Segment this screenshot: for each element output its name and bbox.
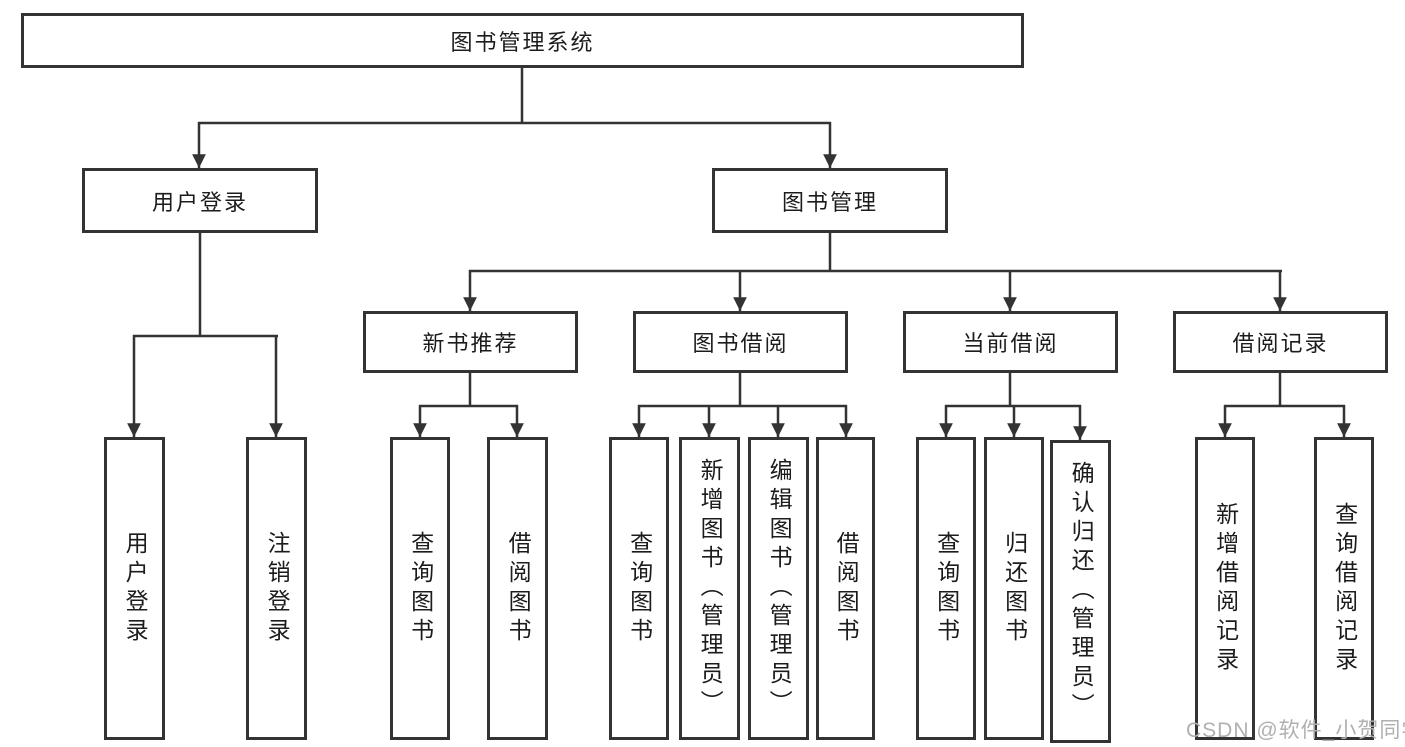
node-label: 用户登录 <box>122 530 149 647</box>
leaf-add-borrow-record: 新增借阅记录 <box>1195 437 1255 740</box>
leaf-confirm-return-admin: 确认归还（管理员） <box>1050 440 1111 743</box>
leaf-borrow-books: 借阅图书 <box>816 437 875 740</box>
leaf-borrow-books: 借阅图书 <box>487 437 548 740</box>
leaf-logout: 注销登录 <box>246 437 307 740</box>
node-current-borrowing: 当前借阅 <box>903 311 1118 373</box>
node-label: 图书管理系统 <box>450 29 595 55</box>
node-label: 查询图书 <box>933 530 960 647</box>
leaf-query-borrow-record: 查询借阅记录 <box>1314 437 1374 740</box>
node-book-borrowing: 图书借阅 <box>633 311 848 373</box>
node-label: 归还图书 <box>1001 530 1028 647</box>
leaf-query-books: 查询图书 <box>916 437 976 740</box>
node-label: 图书管理 <box>781 189 878 215</box>
node-label: 借阅图书 <box>833 530 860 647</box>
node-label: 图书借阅 <box>692 331 789 356</box>
node-library-system: 图书管理系统 <box>21 13 1024 68</box>
node-label: 借阅图书 <box>505 530 532 647</box>
leaf-add-books-admin: 新增图书（管理员） <box>679 437 740 740</box>
node-label: 注销登录 <box>264 530 291 647</box>
node-label: 查询图书 <box>407 530 434 647</box>
node-label: 新增图书（管理员） <box>697 458 724 719</box>
node-book-management: 图书管理 <box>712 168 948 233</box>
node-borrowing-records: 借阅记录 <box>1173 311 1388 373</box>
node-label: 确认归还（管理员） <box>1068 461 1095 722</box>
leaf-user-login: 用户登录 <box>104 437 165 740</box>
node-label: 新增借阅记录 <box>1212 501 1239 676</box>
node-user-login: 用户登录 <box>82 168 318 233</box>
leaf-query-books: 查询图书 <box>609 437 669 740</box>
node-label: 查询借阅记录 <box>1331 501 1358 676</box>
node-label: 当前借阅 <box>962 331 1059 356</box>
node-label: 查询图书 <box>626 530 653 647</box>
node-label: 编辑图书（管理员） <box>766 458 793 719</box>
leaf-edit-books-admin: 编辑图书（管理员） <box>748 437 809 740</box>
csdn-watermark: CSDN @软件_小贺同学 <box>1186 719 1405 742</box>
node-label: 新书推荐 <box>422 331 519 356</box>
node-new-book-recommendation: 新书推荐 <box>363 311 578 373</box>
leaf-return-books: 归还图书 <box>984 437 1044 740</box>
node-label: 用户登录 <box>151 189 248 215</box>
leaf-query-books: 查询图书 <box>390 437 450 740</box>
node-label: 借阅记录 <box>1232 331 1329 356</box>
